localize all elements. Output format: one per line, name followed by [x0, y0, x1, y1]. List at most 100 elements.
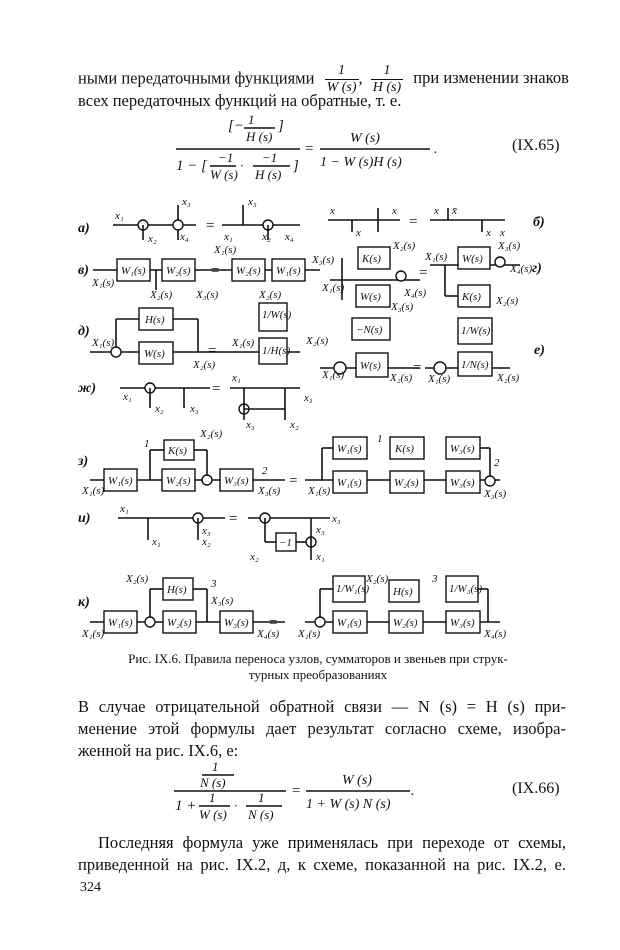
svg-text:W(s): W(s) [144, 348, 165, 360]
svg-text:N (s): N (s) [247, 807, 274, 822]
svg-text:x₃: x₃ [201, 525, 211, 537]
svg-text:1/W(s): 1/W(s) [262, 309, 292, 321]
panel-g: K(s) W(s) X₂(s)X₁(s) X₃(s)X₄(s) = W(s) K… [321, 240, 542, 313]
svg-text:ж): ж) [78, 381, 96, 396]
svg-text:X₁(s): X₁(s) [321, 282, 344, 294]
svg-text:x: x [355, 227, 361, 239]
svg-text:1/W(s): 1/W(s) [461, 325, 491, 337]
panel-d: д) H(s) W(s) X₁(s)X₂(s) = 1/W(s) 1/H(s) … [78, 302, 328, 371]
svg-text:x₂: x₂ [147, 233, 157, 245]
svg-text:.: . [411, 784, 415, 799]
svg-text:W₂(s): W₂(s) [393, 617, 418, 629]
svg-text:2: 2 [262, 465, 268, 477]
svg-text:X₃(s): X₃(s) [195, 289, 218, 301]
svg-text:−1: −1 [279, 537, 292, 549]
panel-k: к) W₁(s) H(s) W₂(s) W₃(s) X₂(s) 3X₃(s) X₁… [78, 573, 506, 640]
svg-text:[−: [− [228, 118, 244, 134]
svg-text:1: 1 [144, 438, 150, 450]
svg-text:W₂(s): W₂(s) [166, 265, 191, 277]
svg-text:.: . [434, 142, 438, 157]
svg-text:X₃(s): X₃(s) [390, 301, 413, 313]
svg-text:=: = [288, 473, 298, 489]
svg-text:X₁(s): X₁(s) [307, 485, 330, 497]
svg-text:x₁: x₁ [231, 372, 241, 384]
page-number: 324 [80, 880, 101, 895]
panel-z: з) W₁(s) K(s) W₂(s) W₃(s) 1X₂(s) X₁(s)X₃… [77, 428, 506, 500]
intro-line-2: всех передаточных функций на обратные, т… [78, 91, 402, 110]
svg-text:W(s): W(s) [360, 360, 381, 372]
svg-text:к): к) [78, 595, 90, 610]
svg-text:1: 1 [209, 790, 216, 805]
svg-text:X₂(s): X₂(s) [495, 295, 518, 307]
svg-text:x₄: x₄ [179, 231, 189, 243]
svg-text:1 − [: 1 − [ [176, 158, 208, 174]
svg-text:x₃: x₃ [189, 403, 199, 415]
svg-text:3: 3 [210, 578, 217, 590]
svg-text:X₃(s): X₃(s) [210, 595, 233, 607]
svg-text:W₂(s): W₂(s) [167, 617, 192, 629]
svg-text:x: x [329, 205, 335, 217]
svg-text:W₁(s): W₁(s) [337, 477, 362, 489]
svg-text:H(s): H(s) [392, 586, 413, 598]
body-paragraph-1-line-2: менение этой формулы дает результат согл… [78, 719, 566, 738]
svg-text:x₄: x₄ [284, 231, 294, 243]
svg-text:x₁: x₁ [119, 503, 129, 515]
body-paragraph-2-line-1: Последняя формула уже применялась при пе… [98, 833, 566, 852]
svg-text:X₂(s): X₂(s) [365, 573, 388, 585]
svg-text:X₂(s): X₂(s) [149, 289, 172, 301]
svg-text:W₃(s): W₃(s) [224, 617, 249, 629]
svg-text:K(s): K(s) [461, 291, 481, 303]
svg-text:N (s): N (s) [199, 775, 226, 790]
svg-text:=: = [205, 218, 215, 234]
svg-text:W₁(s): W₁(s) [276, 265, 301, 277]
svg-text:X₁(s): X₁(s) [213, 244, 236, 256]
svg-text:1/W₃(s): 1/W₃(s) [449, 583, 482, 595]
svg-text:X₂(s): X₂(s) [305, 335, 328, 347]
svg-text:2: 2 [494, 457, 500, 469]
svg-text:X₁(s): X₁(s) [81, 485, 104, 497]
svg-text:W(s): W(s) [462, 253, 483, 265]
svg-text:·: · [240, 158, 243, 173]
svg-text:x₁: x₁ [151, 536, 161, 548]
svg-text:X₁(s): X₁(s) [321, 369, 344, 381]
svg-text:X₁(s): X₁(s) [91, 277, 114, 289]
svg-text:x₃: x₃ [303, 392, 313, 404]
svg-text:X₁(s): X₁(s) [297, 628, 320, 640]
svg-text:=: = [412, 360, 422, 376]
svg-text:x̄: x̄ [451, 205, 457, 217]
equation-ix-66: 1 N (s) 1 + 1 W (s) · 1 N (s) = W (s) 1 … [174, 759, 415, 822]
intro-text-a: ными передаточными функциями [78, 68, 315, 88]
svg-text:W (s): W (s) [342, 773, 372, 788]
svg-text:W₁(s): W₁(s) [108, 617, 133, 629]
equation-ix-65: [− 1 H (s) ] 1 − [ −1 W (s) · −1 H (s) ]… [176, 112, 438, 182]
svg-text:X₄(s): X₄(s) [403, 287, 426, 299]
svg-text:x₁: x₁ [122, 391, 132, 403]
svg-text:W₃(s): W₃(s) [450, 477, 475, 489]
equation-number-65: (IX.65) [512, 137, 560, 154]
svg-text:=: = [291, 783, 301, 799]
svg-text:x₁: x₁ [223, 231, 233, 243]
svg-text:з): з) [77, 454, 88, 469]
equation-number-66: (IX.66) [512, 780, 560, 797]
svg-text:X₁(s): X₁(s) [424, 251, 447, 263]
svg-text:]: ] [292, 158, 299, 174]
svg-text:3: 3 [431, 573, 438, 585]
svg-text:и): и) [78, 511, 90, 526]
svg-text:x: x [391, 205, 397, 217]
svg-text:·: · [234, 798, 237, 813]
svg-text:x₂: x₂ [261, 231, 271, 243]
svg-text:X₂(s): X₂(s) [496, 372, 519, 384]
svg-text:X₂(s): X₂(s) [258, 289, 281, 301]
svg-text:X₂(s): X₂(s) [389, 372, 412, 384]
svg-text:W (s): W (s) [199, 807, 227, 822]
svg-text:X₂(s): X₂(s) [125, 573, 148, 585]
figure-caption: Рис. IX.6. Правила переноса узлов, сумма… [128, 651, 508, 682]
svg-text:=: = [418, 265, 428, 281]
body-paragraph-1-line-1: В случае отрицательной обратной связи — … [78, 697, 566, 716]
svg-text:г): г) [532, 261, 542, 276]
